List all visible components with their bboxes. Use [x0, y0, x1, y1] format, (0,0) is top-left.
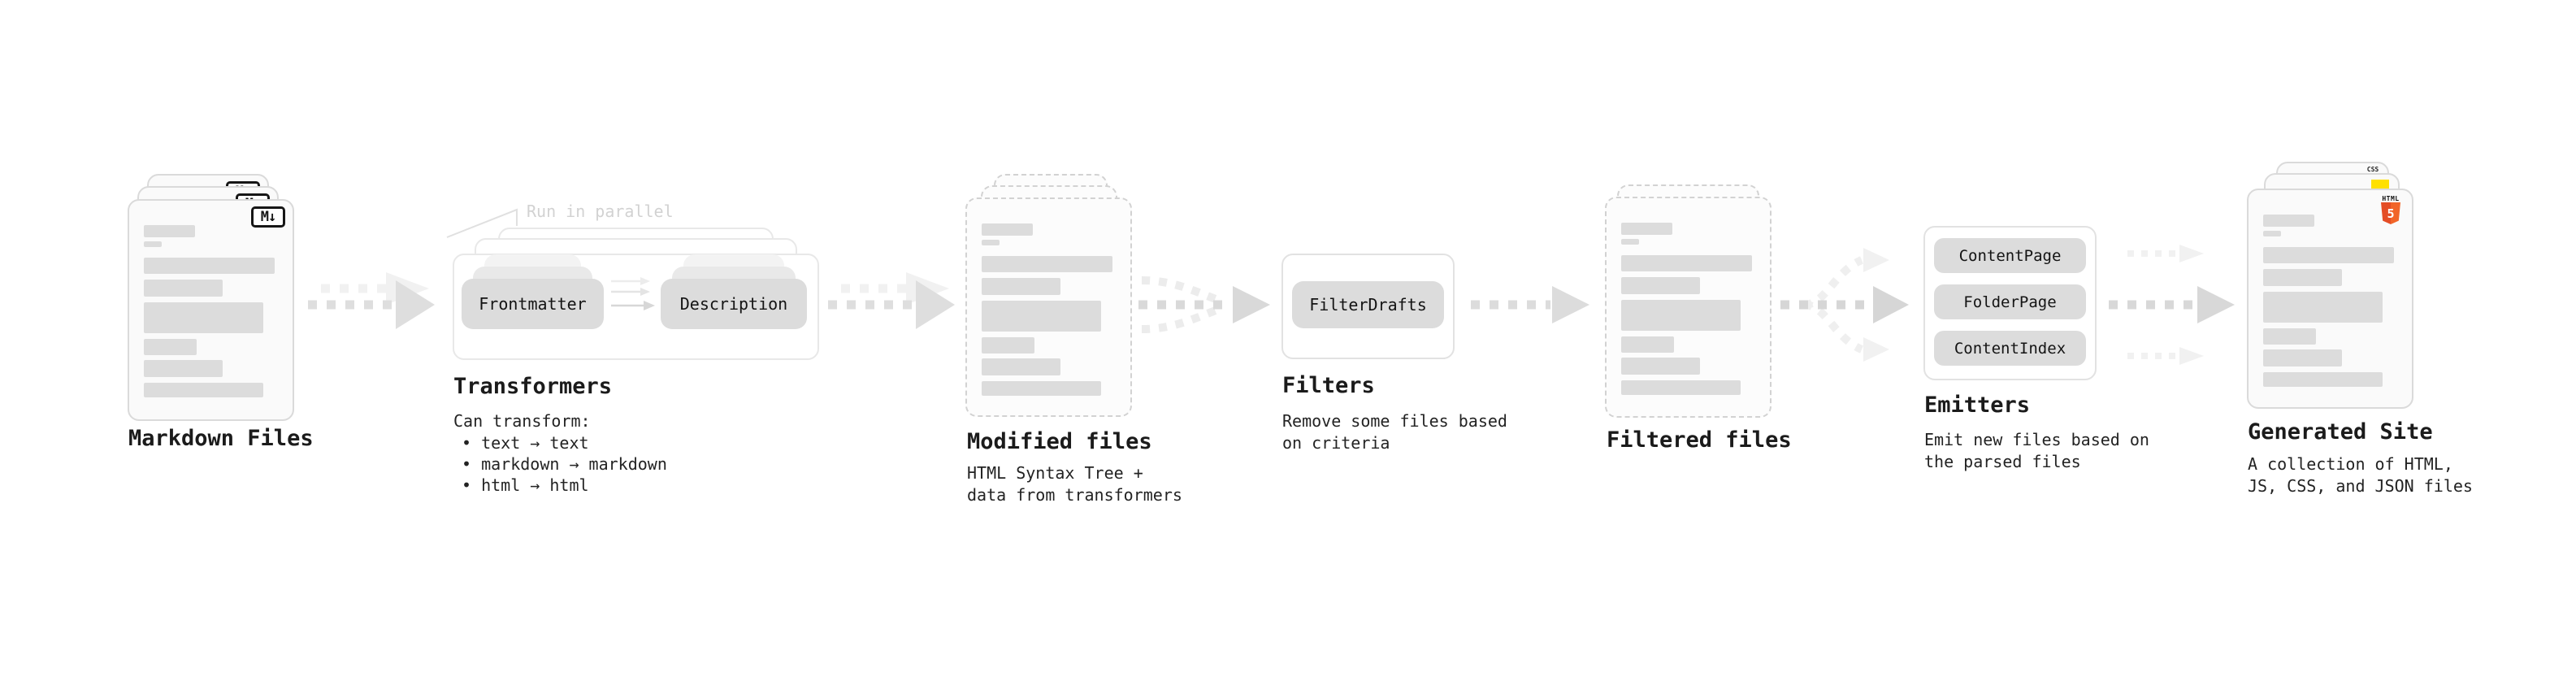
- markdown-file-card-front: M↓: [128, 199, 294, 421]
- stage-label-emitters: Emitters: [1924, 393, 2031, 418]
- filters-description: Remove some files based: [1282, 411, 1507, 431]
- emitter-node-contentindex: ContentIndex: [1934, 331, 2086, 366]
- generated-site-description: A collection of HTML,: [2248, 454, 2453, 474]
- transformer-node-frontmatter: Frontmatter: [462, 279, 604, 329]
- diverging-arrow-filtered-to-emitters-icon: [1780, 248, 1909, 362]
- transformer-node-description: Description: [661, 279, 807, 329]
- emitter-node-contentpage: ContentPage: [1934, 238, 2086, 273]
- emitters-description: the parsed files: [1924, 452, 2081, 471]
- modified-files-description: HTML Syntax Tree +: [967, 463, 1143, 483]
- flow-arrow-transformers-to-modified-icon: [828, 272, 955, 329]
- transformers-bullet: • text → text: [462, 433, 589, 453]
- stage-label-filtered-files: Filtered files: [1607, 427, 1792, 453]
- parallel-arrows-icon: [611, 277, 655, 310]
- stage-label-modified-files: Modified files: [967, 429, 1152, 454]
- text-line-placeholders: [1621, 223, 1752, 395]
- transformers-bullet: • html → html: [462, 475, 589, 495]
- callout-line: [446, 208, 518, 238]
- markdown-icon: M↓: [251, 206, 285, 228]
- parallel-flow-arrows-emitters-to-site-icon: [2109, 245, 2235, 365]
- emitters-description: Emit new files based on: [1924, 430, 2149, 449]
- stage-label-markdown-files: Markdown Files: [128, 426, 314, 451]
- site-file-card-html: HTML 5: [2247, 189, 2413, 409]
- flow-arrow-markdown-to-transformers-icon: [308, 272, 435, 329]
- modified-files-description: data from transformers: [967, 485, 1182, 505]
- text-line-placeholders: [2263, 215, 2394, 387]
- generated-site-description: JS, CSS, and JSON files: [2248, 476, 2473, 496]
- modified-file-card-front: [965, 197, 1132, 417]
- flow-arrow-filters-to-filtered-icon: [1471, 286, 1589, 323]
- converging-arrow-modified-to-filters-icon: [1138, 276, 1270, 333]
- filters-description: on criteria: [1282, 433, 1390, 453]
- stage-label-filters: Filters: [1282, 373, 1375, 398]
- stage-label-generated-site: Generated Site: [2248, 419, 2433, 445]
- js-file-icon: [2371, 180, 2389, 189]
- transformers-bullet: • markdown → markdown: [462, 454, 667, 474]
- text-line-placeholders: [144, 225, 275, 397]
- html5-icon: HTML 5: [2381, 195, 2400, 224]
- run-in-parallel-callout: Run in parallel: [527, 202, 674, 221]
- filter-node-filterdrafts: FilterDrafts: [1292, 281, 1444, 328]
- emitter-node-folderpage: FolderPage: [1934, 284, 2086, 319]
- text-line-placeholders: [982, 223, 1112, 396]
- stage-label-transformers: Transformers: [453, 374, 613, 399]
- filtered-file-card-front: [1605, 197, 1772, 418]
- transformers-description-heading: Can transform:: [453, 411, 591, 431]
